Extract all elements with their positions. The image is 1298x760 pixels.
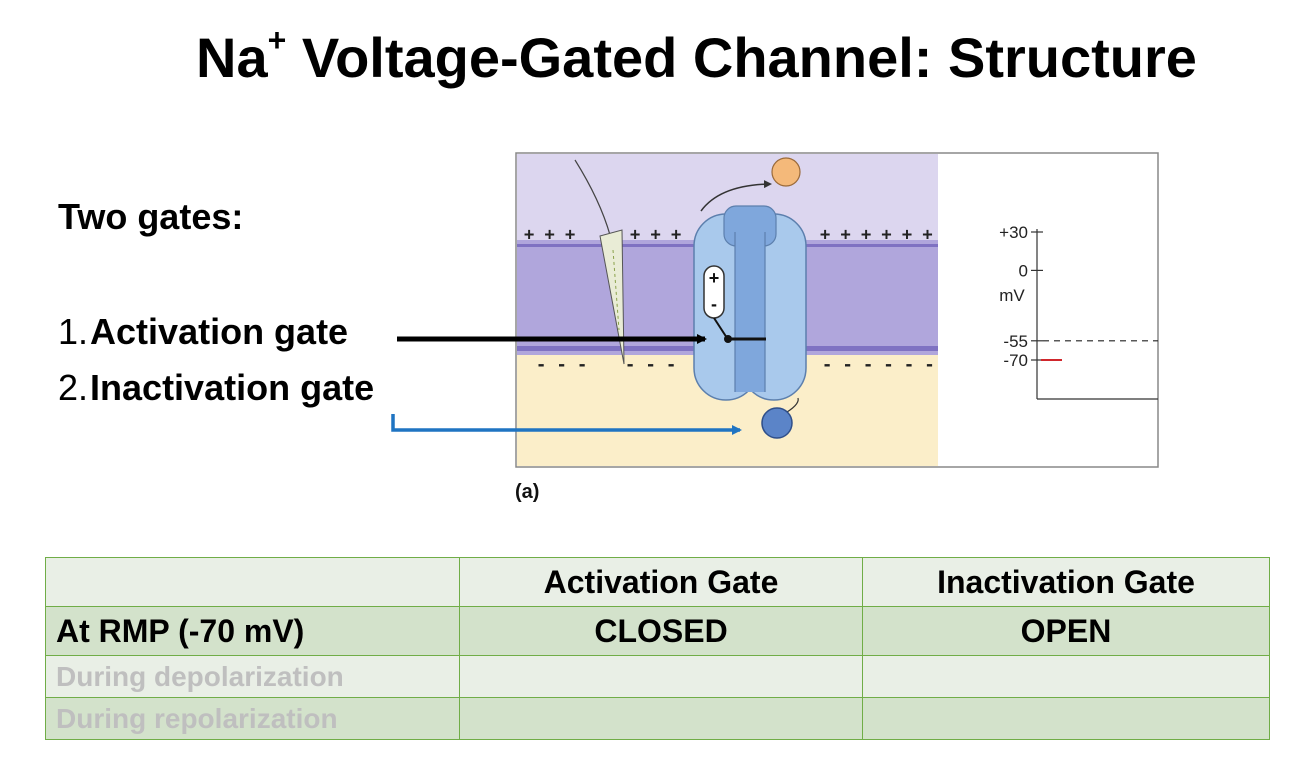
header-empty <box>45 557 460 607</box>
inactivation-gate-arrow <box>391 414 742 435</box>
table-header-row: Activation Gate Inactivation Gate <box>45 557 1270 607</box>
cell-inactivation-depolarization <box>862 655 1270 698</box>
inactivation-ball <box>761 407 793 439</box>
row-label-rmp: At RMP (-70 mV) <box>45 606 460 656</box>
cell-inactivation-repolarization <box>862 697 1270 740</box>
electrode-core <box>612 249 620 331</box>
voltage-tick-label: +30 <box>999 223 1028 242</box>
table-row: During repolarization <box>45 697 1270 740</box>
row-label-repolarization: During repolarization <box>45 697 460 740</box>
gate-state-table: Activation Gate Inactivation Gate At RMP… <box>45 557 1270 740</box>
sensor-linker <box>713 317 728 339</box>
cell-activation-repolarization <box>459 697 863 740</box>
electrode-tip <box>599 229 625 365</box>
channel-pore <box>735 232 765 392</box>
table-row: During depolarization <box>45 655 1270 698</box>
table-row: At RMP (-70 mV) CLOSED OPEN <box>45 606 1270 656</box>
sensor-plus: + <box>709 268 720 288</box>
voltage-tick-label: 0 <box>1019 261 1028 280</box>
title-rest: Voltage-Gated Channel: Structure <box>286 26 1197 89</box>
row-label-depolarization: During depolarization <box>45 655 460 698</box>
gates-heading: Two gates: <box>58 196 244 237</box>
cell-inactivation-rmp: OPEN <box>862 606 1270 656</box>
header-inactivation-gate: Inactivation Gate <box>862 557 1270 607</box>
outside-charge-3: + + + + + + <box>820 225 933 245</box>
gate-item-activation: 1.Activation gate <box>58 311 349 352</box>
ion-flow-arrow <box>700 180 772 212</box>
electrode-wire <box>574 159 611 236</box>
sensor-minus: - <box>711 294 717 314</box>
voltage-tick-label: -70 <box>1003 351 1028 370</box>
voltage-unit: mV <box>999 286 1025 305</box>
outside-charge-1: + + + <box>524 225 575 245</box>
cell-activation-rmp: CLOSED <box>459 606 863 656</box>
voltage-ticks: +30 0 -55-70 <box>999 223 1043 370</box>
cell-activation-depolarization <box>459 655 863 698</box>
gate-item-inactivation: 2.Inactivation gate <box>58 367 375 408</box>
outside-charge-2: + + + <box>630 225 681 245</box>
inside-charge-2: - - - <box>625 355 676 375</box>
figure-caption: (a) <box>515 481 540 503</box>
voltage-tick-label: -55 <box>1003 332 1028 351</box>
sodium-ion <box>771 157 801 187</box>
title-na: Na <box>196 26 268 89</box>
inside-charge-1: - - - <box>536 355 587 375</box>
header-activation-gate: Activation Gate <box>459 557 863 607</box>
channel-pore-edges <box>734 232 766 392</box>
slide-title: Na+ Voltage-Gated Channel: Structure <box>0 22 1298 90</box>
title-superscript: + <box>267 22 287 58</box>
inside-charge-3: - - - - - - <box>822 355 935 375</box>
